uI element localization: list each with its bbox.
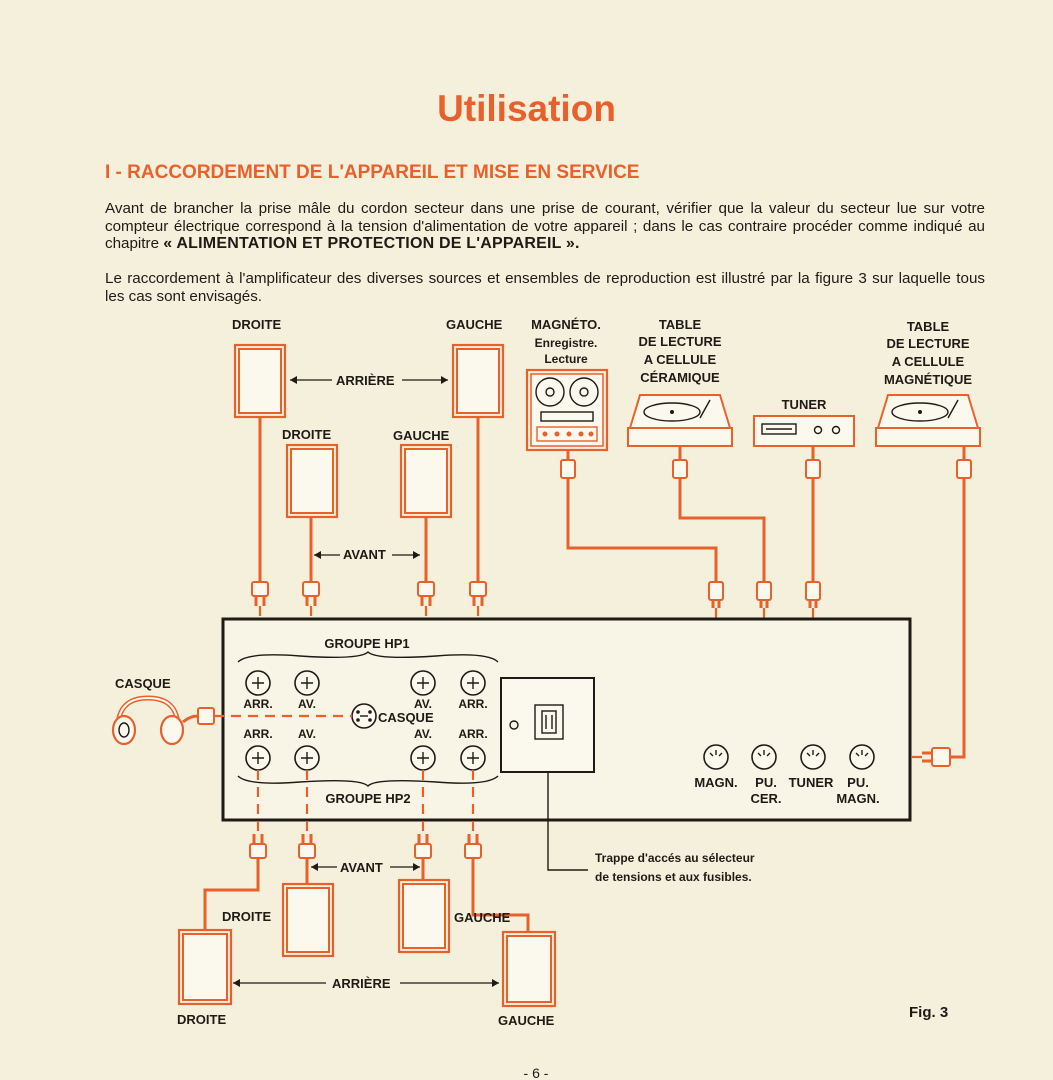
label-input-magn2: MAGN. [836, 791, 879, 806]
label-top-front-right: DROITE [282, 427, 331, 442]
label-bottom-front-right: DROITE [222, 909, 271, 924]
plug-in-pucer [756, 581, 772, 608]
speaker-top-front-left [399, 443, 453, 519]
label-tape-1: MAGNÉTO. [531, 317, 601, 332]
jack-hp2-arr-left[interactable] [460, 745, 486, 771]
plug-tape-out [560, 450, 576, 479]
speaker-bottom-rear-right [177, 928, 233, 1006]
jack-hp1-av-left[interactable] [410, 670, 436, 696]
plug-cer-out [672, 446, 688, 479]
page-title: Utilisation [437, 88, 616, 129]
label-top-rear-left: GAUCHE [446, 317, 503, 332]
tuner-unit [753, 415, 855, 447]
label-input-tuner: TUNER [789, 775, 834, 790]
page-number: - 6 - [524, 1065, 549, 1080]
plug-headphones [197, 707, 215, 725]
speaker-bottom-front-right [281, 882, 335, 958]
plug-mag-out [956, 446, 972, 479]
label-jack-r2-3: AV. [414, 727, 432, 741]
speaker-bottom-rear-left [501, 930, 557, 1008]
input-jack-pu-magn[interactable] [849, 744, 875, 770]
plug-tuner-out [805, 446, 821, 479]
label-tape-2: Enregistre. [535, 336, 598, 350]
speaker-bottom-front-left [397, 878, 451, 954]
plug-top-1 [251, 581, 269, 606]
trap-note-line2: de tensions et aux fusibles. [595, 870, 752, 884]
jack-hp1-arr-left[interactable] [460, 670, 486, 696]
jack-hp2-av-left[interactable] [410, 745, 436, 771]
chapter-reference: « ALIMENTATION ET PROTECTION DE L'APPARE… [163, 235, 580, 252]
voltage-selector-trap[interactable] [500, 677, 595, 773]
label-tape-3: Lecture [544, 352, 588, 366]
speaker-top-front-right [285, 443, 339, 519]
label-jack-r2-1: ARR. [243, 727, 272, 741]
trap-note-line1: Trappe d'accés au sélecteur [595, 851, 755, 865]
figure-caption: Fig. 3 [909, 1004, 948, 1021]
speaker-top-rear-left [451, 343, 505, 419]
plug-in-pumagn [922, 747, 951, 767]
label-top-front-left: GAUCHE [393, 428, 450, 443]
plug-bottom-4 [464, 834, 482, 859]
plug-top-4 [469, 581, 487, 606]
label-jack-r2-4: ARR. [458, 727, 487, 741]
label-mag-3: A CELLULE [892, 354, 965, 369]
label-top-rear-right: DROITE [232, 317, 281, 332]
label-mag-1: TABLE [907, 319, 950, 334]
tape-recorder [525, 368, 609, 452]
jack-hp2-av-right[interactable] [294, 745, 320, 771]
label-input-cer: CER. [750, 791, 781, 806]
label-top-rear: ARRIÈRE [336, 373, 395, 388]
label-casque-socket: CASQUE [378, 710, 434, 725]
label-group-hp2: GROUPE HP2 [325, 791, 410, 806]
label-group-hp1: GROUPE HP1 [324, 636, 409, 651]
intro-paragraph: Avant de brancher la prise mâle du cordo… [105, 200, 985, 253]
label-bottom-front-left: GAUCHE [454, 910, 511, 925]
jack-hp1-arr-right[interactable] [245, 670, 271, 696]
turntable-magnetic [875, 394, 981, 447]
figure-intro-paragraph: Le raccordement à l'amplificateur des di… [105, 270, 985, 305]
plug-in-tuner [805, 581, 821, 608]
label-cer-4: CÉRAMIQUE [640, 370, 720, 385]
section-title: I - RACCORDEMENT DE L'APPAREIL ET MISE E… [105, 162, 640, 183]
label-headphones: CASQUE [115, 676, 171, 691]
headphones-icon [111, 695, 185, 746]
plug-top-2 [302, 581, 320, 606]
label-input-magn: MAGN. [694, 775, 737, 790]
headphone-socket[interactable] [351, 703, 377, 729]
speaker-top-rear-right [233, 343, 287, 419]
label-tuner: TUNER [782, 397, 827, 412]
input-jack-magn[interactable] [703, 744, 729, 770]
label-bottom-rear-right: DROITE [177, 1012, 226, 1027]
input-jack-pu-cer[interactable] [751, 744, 777, 770]
plug-bottom-1 [249, 834, 267, 859]
label-cer-2: DE LECTURE [638, 334, 721, 349]
label-bottom-rear-left: GAUCHE [498, 1013, 555, 1028]
label-mag-4: MAGNÉTIQUE [884, 372, 972, 387]
plug-in-magn [708, 581, 724, 608]
label-mag-2: DE LECTURE [886, 336, 969, 351]
label-jack-r1-2: AV. [298, 697, 316, 711]
plug-bottom-2 [298, 834, 316, 859]
label-input-pu: PU. [755, 775, 777, 790]
label-input-pu2: PU. [847, 775, 869, 790]
label-cer-1: TABLE [659, 317, 702, 332]
label-jack-r1-4: ARR. [458, 697, 487, 711]
screw-icon [509, 720, 519, 730]
input-jack-tuner[interactable] [800, 744, 826, 770]
label-jack-r2-2: AV. [298, 727, 316, 741]
label-bottom-front: AVANT [340, 860, 383, 875]
label-jack-r1-3: AV. [414, 697, 432, 711]
jack-hp1-av-right[interactable] [294, 670, 320, 696]
plug-top-3 [417, 581, 435, 606]
label-top-front: AVANT [343, 547, 386, 562]
plug-bottom-3 [414, 834, 432, 859]
label-bottom-rear: ARRIÈRE [332, 976, 391, 991]
turntable-ceramic [627, 394, 733, 447]
label-jack-r1-1: ARR. [243, 697, 272, 711]
intro-text: Avant de brancher la prise mâle du cordo… [105, 200, 985, 252]
label-cer-3: A CELLULE [644, 352, 717, 367]
jack-hp2-arr-right[interactable] [245, 745, 271, 771]
